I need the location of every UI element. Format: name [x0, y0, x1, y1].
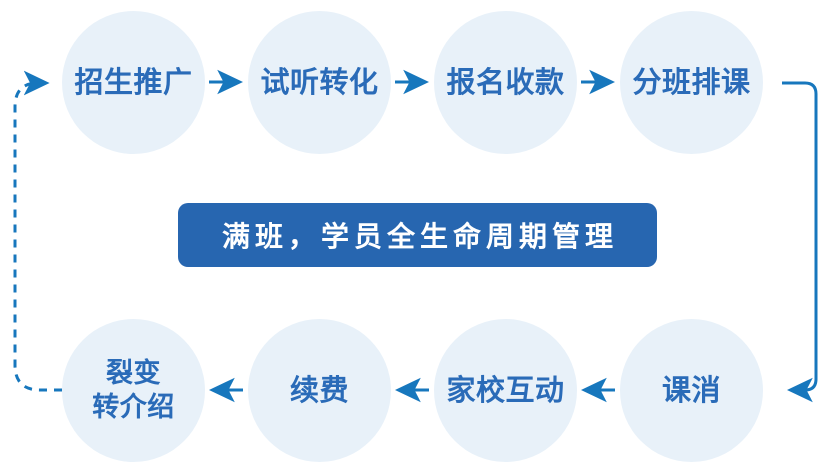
- node-label: 课消: [661, 373, 721, 408]
- node-label: 报名收款: [446, 65, 565, 100]
- node-label: 裂变 转介绍: [92, 357, 175, 423]
- node-xufei[interactable]: 续费: [248, 319, 391, 462]
- node-label: 招生推广: [74, 65, 193, 100]
- center-banner-label: 满班，学员全生命周期管理: [221, 220, 618, 253]
- node-baoming-shoukuan[interactable]: 报名收款: [434, 11, 577, 154]
- node-zhaosheng-tuiguang[interactable]: 招生推广: [62, 11, 205, 154]
- center-banner: 满班，学员全生命周期管理: [178, 203, 657, 267]
- node-label: 试听转化: [260, 65, 379, 100]
- node-label: 家校互动: [446, 373, 565, 408]
- node-jiaxiao-hudong[interactable]: 家校互动: [434, 319, 577, 462]
- node-label: 分班排课: [632, 65, 751, 100]
- node-liebian-zhuanjieshao[interactable]: 裂变 转介绍: [62, 319, 205, 462]
- node-shiting-zhuanhua[interactable]: 试听转化: [248, 11, 391, 154]
- node-label: 续费: [289, 373, 349, 408]
- node-fenban-paike[interactable]: 分班排课: [620, 11, 763, 154]
- arrow-left-dashed-loop: [13, 70, 62, 392]
- node-kexiao[interactable]: 课消: [620, 319, 763, 462]
- arrow-right-curve: [782, 81, 818, 403]
